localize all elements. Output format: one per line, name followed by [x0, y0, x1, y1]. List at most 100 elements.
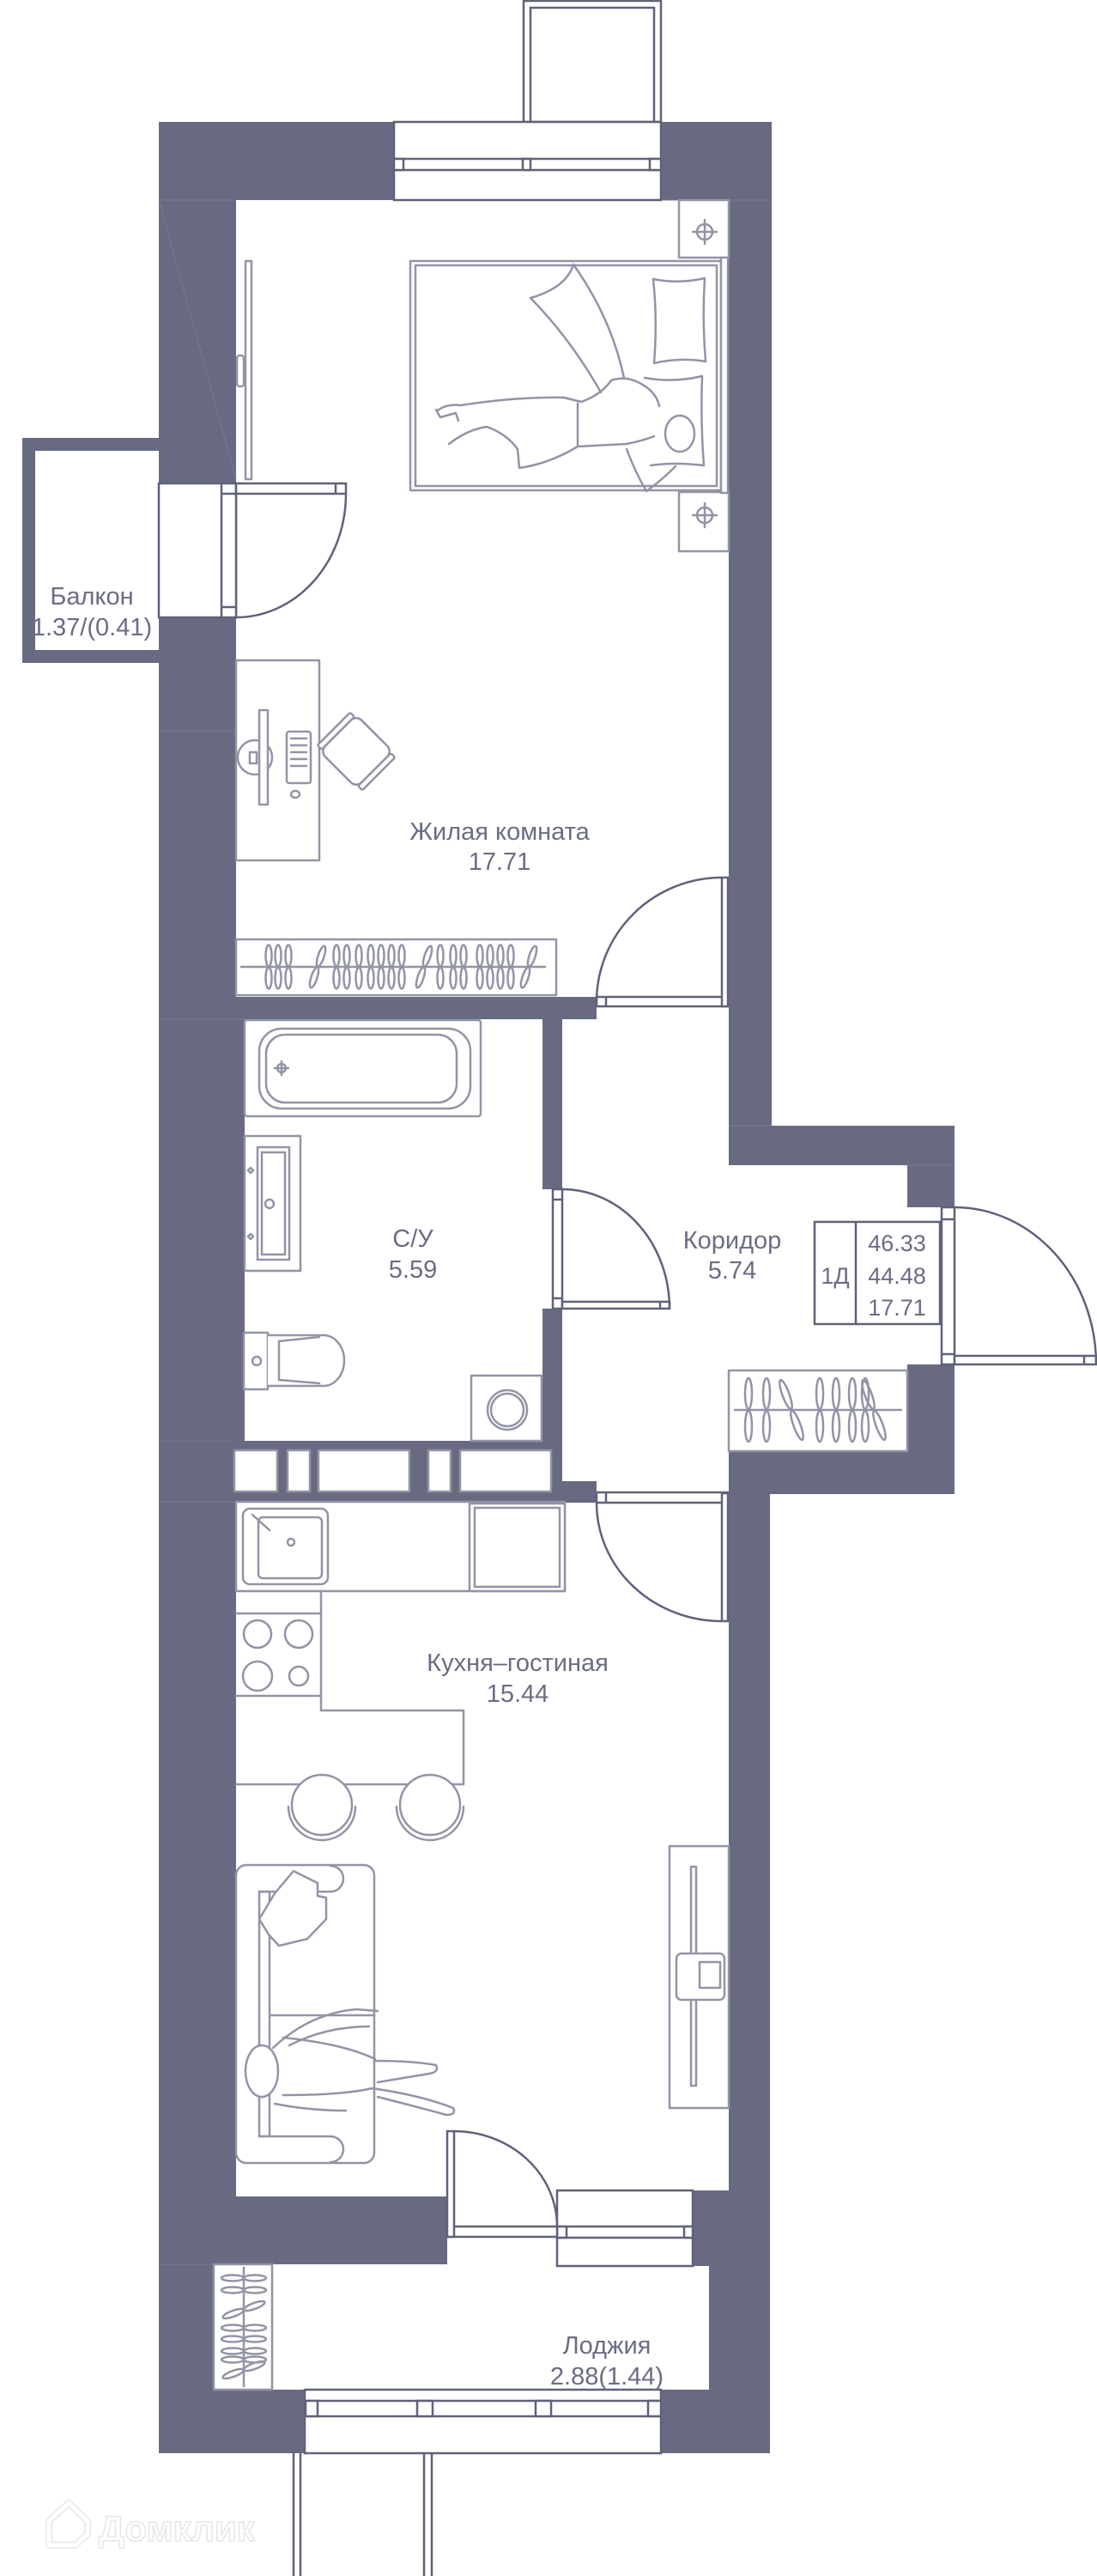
door-arc-icon: [453, 2129, 559, 2227]
ventilation-shafts: [233, 1449, 553, 1493]
nightstand-bottom: [677, 490, 730, 553]
top-balcony-slab: [522, 0, 663, 124]
balcony-frame-bottom: [22, 650, 159, 663]
living-room-furniture: [234, 198, 730, 997]
faucet: [251, 1513, 271, 1532]
corridor-name: Коридор: [683, 1227, 782, 1255]
apartment-summary-box: 1Д 46.33 44.48 17.71: [813, 1220, 942, 1326]
doors: [157, 482, 1097, 2239]
balcony-frame-top: [22, 438, 159, 451]
drying-rack: [212, 2263, 274, 2391]
living-room-door: [595, 876, 730, 1008]
door-arc-icon: [954, 1206, 1097, 1365]
bathtub: [243, 1018, 482, 1118]
monitor-stand: [236, 738, 274, 776]
corridor-top-wall: [729, 1126, 955, 1165]
kitchen-door-wall-stub: [562, 1481, 597, 1503]
living-room-area: 17.71: [469, 848, 531, 876]
wall-tv: [235, 259, 253, 481]
crosshair-icon: [273, 1060, 290, 1077]
bed: [409, 256, 730, 495]
door-arc-icon: [595, 1502, 723, 1623]
bathroom-corridor-wall-lower: [542, 1309, 562, 1481]
kitchen-door: [595, 1491, 730, 1623]
sofa: [234, 1863, 456, 2165]
bathroom-corridor-wall-upper: [542, 1019, 562, 1189]
burner: [283, 1619, 314, 1649]
bottom-balcony-slab: [292, 2453, 433, 2576]
loggia-area: 2.88(1.44): [550, 2363, 664, 2391]
crosshair-icon: [691, 501, 718, 529]
door-arc-icon: [561, 1188, 671, 1309]
mouse: [289, 789, 301, 799]
bathroom-name: С/У: [392, 1225, 433, 1253]
windows: [292, 0, 694, 2576]
sitting-person-icon: [244, 2008, 456, 2117]
kitchen-counter-bar: [234, 1589, 465, 1786]
wall-seam: [158, 199, 237, 480]
balcony-frame-left: [22, 451, 35, 650]
bathroom-fixtures: [242, 1018, 543, 1443]
drain: [286, 1537, 296, 1547]
sleeping-person-icon: [434, 377, 696, 493]
stove: [234, 1612, 323, 1698]
door-arc-icon: [595, 876, 723, 1003]
bar-stool: [287, 1773, 357, 1842]
fridge: [468, 1502, 567, 1593]
room-labels: Балкон 1.37/(0.41) Жилая комната 17.71 С…: [32, 583, 781, 2391]
living-room-window: [392, 120, 663, 202]
balcony-name: Балкон: [50, 583, 133, 611]
entrance-wall-stub-bottom: [907, 1364, 955, 1451]
office-chair: [317, 712, 396, 791]
wardrobe-living: [234, 938, 558, 997]
entrance-door: [940, 1206, 1097, 1366]
balcony-door: [157, 482, 348, 619]
nightstand-top: [677, 198, 730, 259]
top-balcony-slab-inner: [529, 6, 656, 122]
burner: [242, 1619, 273, 1649]
right-wall-loggia: [709, 2266, 770, 2390]
entrance-wall-stub-top: [907, 1165, 955, 1207]
toilet: [242, 1331, 346, 1391]
kitchen-loggia-wall: [159, 2196, 447, 2264]
blanket: [529, 263, 626, 394]
loggia-name: Лоджия: [563, 2332, 652, 2360]
cushion: [258, 1869, 328, 1947]
balcony-area: 1.37/(0.41): [32, 614, 152, 641]
walls: [22, 122, 955, 2453]
kitchen-sink: [241, 1507, 330, 1586]
watermark-text: Домклик: [99, 2508, 256, 2549]
hangers: [264, 944, 538, 990]
watermark: Домклик: [45, 2500, 256, 2549]
corridor-bottom-wall: [729, 1451, 955, 1494]
area-without-balconies: 44.48: [868, 1263, 926, 1289]
loggia-furniture: [212, 2263, 274, 2391]
bathroom-left-wall-inner: [236, 1019, 245, 1441]
house-logo-icon: [45, 2500, 91, 2549]
crosshair-icon: [691, 218, 718, 246]
hangers: [743, 1376, 887, 1443]
bathroom-area: 5.59: [389, 1256, 437, 1284]
right-wall-upper: [729, 200, 772, 1126]
kitchen-loggia-window: [555, 2189, 694, 2268]
unit-type: 1Д: [821, 1263, 849, 1289]
pillow: [643, 374, 706, 467]
living-area: 17.71: [868, 1295, 926, 1321]
washbasin: [243, 1134, 302, 1273]
desk: [234, 659, 396, 862]
door-arc-icon: [235, 493, 348, 619]
top-wall-left: [159, 122, 394, 200]
corridor-furniture: [727, 1369, 909, 1453]
total-area: 46.33: [868, 1230, 926, 1256]
kitchen-living-area: 15.44: [487, 1680, 549, 1708]
loggia-door: [445, 2129, 559, 2239]
bar-stool: [395, 1773, 465, 1842]
washing-machine: [470, 1374, 543, 1443]
loggia-window: [303, 2388, 663, 2455]
burner: [288, 1665, 310, 1687]
right-wall-window-section: [693, 2190, 770, 2266]
top-wall-right: [661, 122, 772, 200]
right-wall-kitchen: [729, 1494, 770, 2191]
